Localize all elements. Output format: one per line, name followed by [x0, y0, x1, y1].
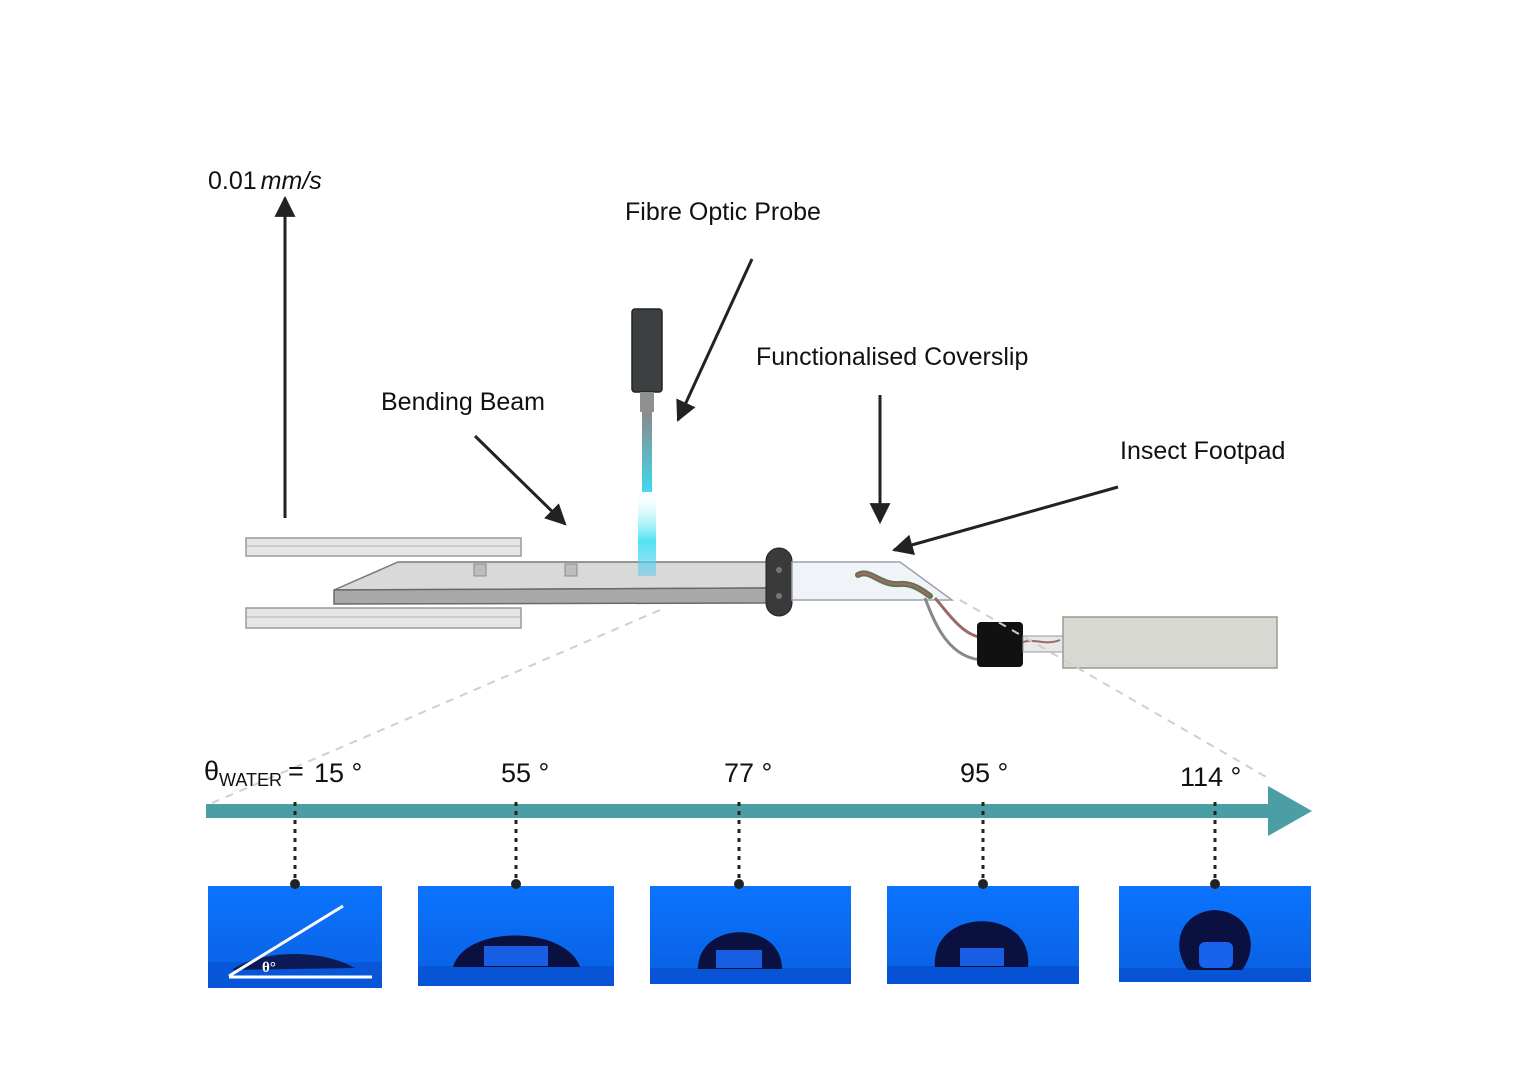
- droplet-photo-5: [1119, 879, 1311, 982]
- droplet-photo-3: [650, 879, 851, 984]
- theta-symbol: θ: [204, 756, 219, 786]
- contact-angle-scale: θWATER = 15 ° 55 ° 77 ° 95 ° 114 °: [204, 756, 1312, 882]
- probe-light-beam: [638, 488, 656, 576]
- insect-holder: [923, 597, 1278, 669]
- functionalised-coverslip: [791, 561, 955, 601]
- droplet-photo-4: [887, 879, 1079, 984]
- angle-label-3: 77 °: [724, 758, 772, 788]
- fibre-probe-label: Fibre Optic Probe: [625, 198, 821, 226]
- inset-angle-label: θ°: [262, 960, 276, 976]
- coverslip-label: Functionalised Coverslip: [756, 343, 1028, 371]
- scale-connectors: [293, 802, 1217, 882]
- angle-label-5: 114 °: [1180, 762, 1241, 792]
- scale-arrowhead: [1268, 786, 1312, 836]
- angle-label-4: 95 °: [960, 758, 1008, 788]
- fibre-optic-probe: [631, 308, 663, 576]
- zoom-line-left: [211, 609, 661, 804]
- footpad-callout-arrow: [891, 485, 1119, 555]
- droplet-photo-2: [418, 879, 614, 986]
- beam-clamp: [245, 537, 522, 629]
- bending-beam: [333, 561, 773, 605]
- beam-connector: [765, 547, 793, 617]
- theta-equals: =: [288, 756, 304, 786]
- droplet-photo-1: θ°: [208, 879, 382, 988]
- speed-value: 0.01: [208, 167, 257, 195]
- angle-label-2: 55 °: [501, 758, 549, 788]
- bending-beam-callout-arrow: [473, 434, 567, 526]
- angle-label-1: 15 °: [314, 758, 362, 788]
- speed-unit: mm/s: [261, 167, 322, 195]
- svg-text:θWATER=: θWATER =: [204, 756, 304, 790]
- footpad-label: Insect Footpad: [1120, 437, 1285, 465]
- theta-subscript: WATER: [219, 770, 282, 790]
- bending-beam-label: Bending Beam: [381, 388, 545, 416]
- fibre-probe-callout-arrow: [676, 258, 754, 422]
